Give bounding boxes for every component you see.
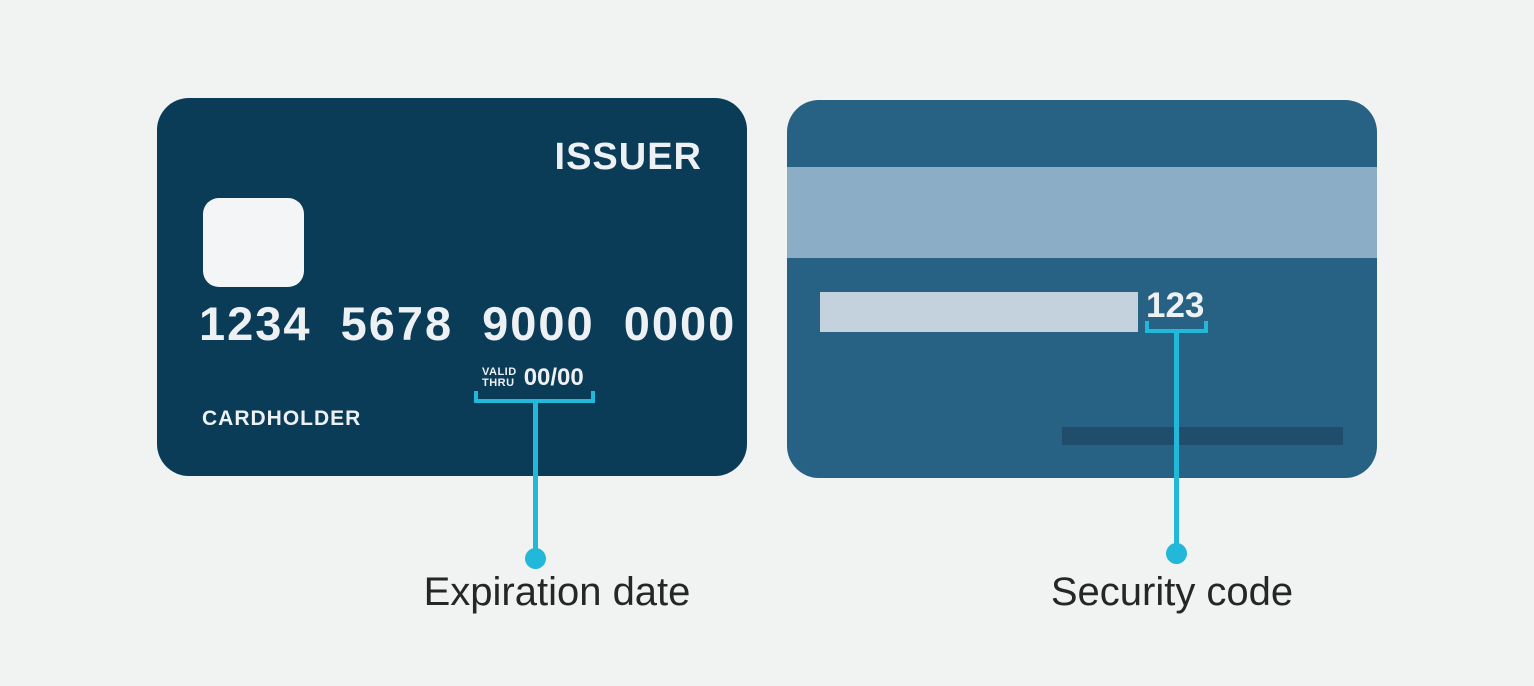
valid-thru-line2: THRU	[482, 377, 515, 389]
valid-thru: VALID THRU 00/00	[482, 364, 584, 392]
security-callout-dot	[1166, 543, 1187, 564]
card-number-group-4: 0000	[623, 297, 737, 350]
card-number: 1234 5678 9000 0000	[199, 296, 736, 351]
signature-box	[820, 292, 1138, 332]
card-back: 123	[787, 100, 1377, 478]
id-bar	[1062, 427, 1343, 445]
expiration-callout-line	[533, 399, 538, 552]
expiry-value: 00/00	[523, 364, 584, 391]
expiration-callout-dot	[525, 548, 546, 569]
card-chip	[203, 198, 304, 287]
expiration-date-label: Expiration date	[423, 570, 691, 614]
security-callout-line	[1174, 329, 1179, 547]
valid-thru-words: VALID THRU	[482, 367, 517, 389]
issuer-label: ISSUER	[554, 136, 702, 178]
card-front: ISSUER 1234 5678 9000 0000 VALID THRU 00…	[157, 98, 747, 476]
security-code-value: 123	[1146, 286, 1205, 325]
card-number-group-1: 1234	[199, 297, 312, 350]
card-number-group-2: 5678	[340, 297, 454, 350]
magnetic-stripe	[787, 167, 1377, 258]
valid-thru-line1: VALID	[482, 366, 517, 378]
card-number-group-3: 9000	[482, 297, 595, 350]
security-code-label: Security code	[1050, 570, 1294, 614]
cardholder-label: CARDHOLDER	[202, 407, 362, 430]
